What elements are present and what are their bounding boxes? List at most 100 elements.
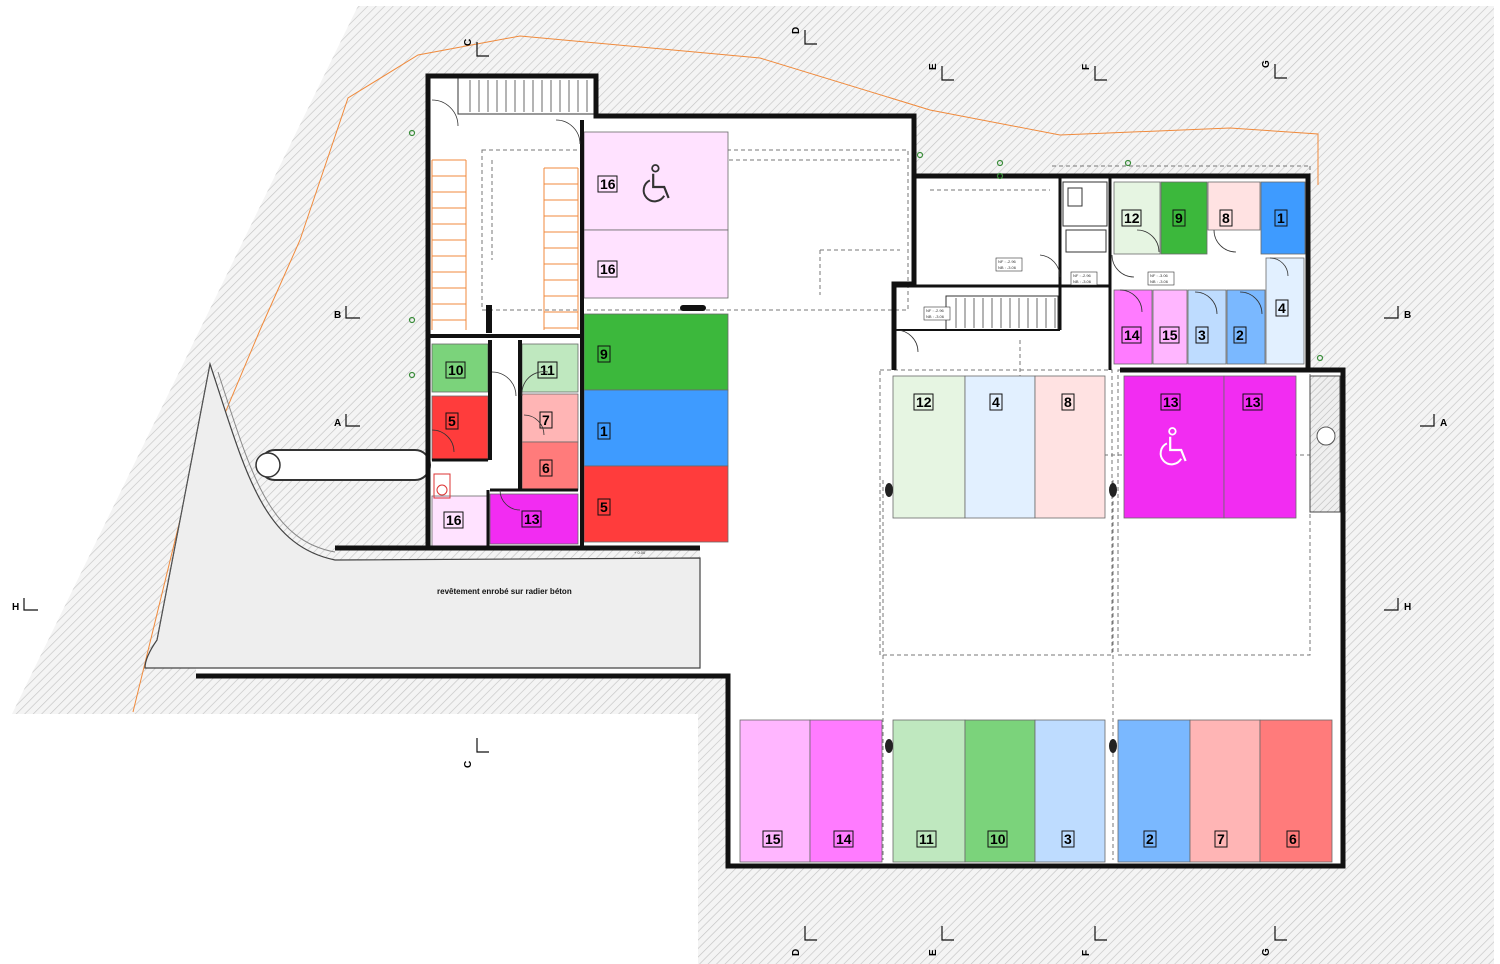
svg-text:NB : -3.06: NB : -3.06 bbox=[998, 265, 1017, 270]
cellar-c16c: 16 bbox=[431, 495, 489, 547]
cellar-p10: 10 bbox=[964, 719, 1036, 863]
section-label: C bbox=[463, 39, 474, 46]
cellar-number: 7 bbox=[542, 412, 550, 428]
section-mark-b-right: B bbox=[1384, 306, 1411, 321]
section-mark-h-right: H bbox=[1384, 598, 1411, 613]
cellar-box bbox=[431, 495, 489, 547]
drain-circle bbox=[1316, 426, 1336, 446]
cellar-c14a: 14 bbox=[1113, 289, 1153, 365]
cellar-box bbox=[1223, 375, 1297, 519]
cellar-box bbox=[964, 719, 1036, 863]
cellar-number: 11 bbox=[540, 362, 555, 378]
level-note: NF : -3.06 NB : -3.06 bbox=[1147, 271, 1175, 286]
cellar-c8a: 8 bbox=[1207, 181, 1261, 231]
cellar-number: 13 bbox=[524, 511, 540, 527]
cellar-number-box bbox=[1160, 393, 1181, 411]
level-note: NF : -2.96 NB : -3.06 bbox=[923, 306, 951, 321]
section-label: B bbox=[334, 310, 341, 321]
cellar-p3: 3 bbox=[1034, 719, 1106, 863]
cellar-number: 9 bbox=[600, 346, 608, 362]
wall-stub bbox=[486, 305, 492, 333]
cellar-number-box bbox=[989, 393, 1003, 411]
cellar-box bbox=[1034, 719, 1106, 863]
cellar-c1a: 1 bbox=[583, 389, 729, 467]
cellar-p14: 14 bbox=[809, 719, 883, 863]
section-mark-c-top: C bbox=[463, 39, 489, 57]
cellar-number: 16 bbox=[600, 261, 616, 277]
cellar-box bbox=[1207, 181, 1261, 231]
cellar-number: 11 bbox=[919, 831, 934, 847]
cellar-number-box bbox=[1214, 830, 1228, 848]
section-label: A bbox=[1440, 418, 1447, 429]
cellar-number: 1 bbox=[1277, 210, 1285, 226]
section-mark-g-bot: G bbox=[1261, 926, 1287, 956]
cellar-number-box bbox=[1061, 830, 1075, 848]
cellar-box bbox=[521, 441, 579, 491]
spot-level: + 0.00 bbox=[600, 549, 690, 555]
cellar-number-box bbox=[1286, 830, 1300, 848]
cellar-number-box bbox=[1143, 830, 1157, 848]
cellar-p2: 2 bbox=[1117, 719, 1191, 863]
cellar-number-box bbox=[987, 830, 1008, 848]
cellar-number-box bbox=[537, 361, 558, 379]
section-mark-f-bot: F bbox=[1081, 926, 1107, 956]
cellar-number: 14 bbox=[836, 831, 852, 847]
cellar-c6a: 6 bbox=[521, 441, 579, 491]
cellar-number: 5 bbox=[448, 413, 456, 429]
cellar-c7a: 7 bbox=[521, 393, 579, 443]
cellar-number: 4 bbox=[1278, 300, 1286, 316]
cellar-p7: 7 bbox=[1189, 719, 1261, 863]
walls bbox=[196, 73, 1346, 869]
cellar-c1b: 1 bbox=[1260, 181, 1306, 255]
section-label: F bbox=[1081, 950, 1092, 956]
cellar-box bbox=[1259, 719, 1333, 863]
cellar-number-box bbox=[597, 175, 618, 193]
cellar-number: 7 bbox=[1217, 831, 1225, 847]
cellar-number-box bbox=[1121, 209, 1142, 227]
cellar-p13b: 13 bbox=[1223, 375, 1297, 519]
section-label: G bbox=[1261, 948, 1272, 956]
cellar-box bbox=[583, 229, 729, 299]
cellar-number-box bbox=[539, 411, 553, 429]
cellar-number: 9 bbox=[1175, 210, 1183, 226]
cellar-box bbox=[1265, 257, 1305, 365]
cellar-c16a: 16 bbox=[583, 131, 729, 231]
cellar-number: 13 bbox=[1163, 394, 1179, 410]
door-swings bbox=[431, 99, 1289, 511]
svg-text:NB : -3.06: NB : -3.06 bbox=[1150, 279, 1169, 284]
cellar-number-box bbox=[1159, 326, 1180, 344]
cellar-number-box bbox=[445, 361, 466, 379]
parking-markings bbox=[431, 159, 579, 330]
cellar-number: 15 bbox=[1162, 327, 1178, 343]
stair-north bbox=[457, 77, 599, 115]
cellar-p13a: 13 bbox=[1123, 375, 1225, 519]
cellar-number: 2 bbox=[1236, 327, 1244, 343]
cellar-number-box bbox=[1195, 326, 1209, 344]
cellar-box bbox=[892, 719, 966, 863]
cellar-box bbox=[892, 375, 966, 519]
cellar-number: 5 bbox=[600, 499, 608, 515]
cellar-number: 3 bbox=[1198, 327, 1206, 343]
cellar-box bbox=[521, 393, 579, 443]
cellar-c11a: 11 bbox=[521, 343, 579, 393]
section-mark-e-top: E bbox=[928, 63, 954, 81]
section-label: E bbox=[928, 63, 939, 70]
surface-label: revêtement enrobé sur radier béton bbox=[437, 587, 572, 596]
cellar-number: 8 bbox=[1064, 394, 1072, 410]
cellar-box bbox=[1189, 719, 1261, 863]
cellar-number-box bbox=[443, 511, 464, 529]
section-label: H bbox=[1404, 602, 1411, 613]
cellar-number-box bbox=[1233, 326, 1247, 344]
cellar-c10a: 10 bbox=[431, 343, 489, 393]
section-label: H bbox=[12, 602, 19, 613]
cellar-number: 1 bbox=[600, 423, 608, 439]
svg-text:NF : -2.96: NF : -2.96 bbox=[1073, 273, 1092, 278]
light-fixtures bbox=[408, 129, 1324, 379]
svg-text:NB : -3.06: NB : -3.06 bbox=[1073, 279, 1092, 284]
cellar-number: 12 bbox=[1124, 210, 1140, 226]
cellar-c3a: 3 bbox=[1187, 289, 1227, 365]
cellar-p4: 4 bbox=[964, 375, 1036, 519]
section-mark-a-left: A bbox=[334, 414, 360, 429]
